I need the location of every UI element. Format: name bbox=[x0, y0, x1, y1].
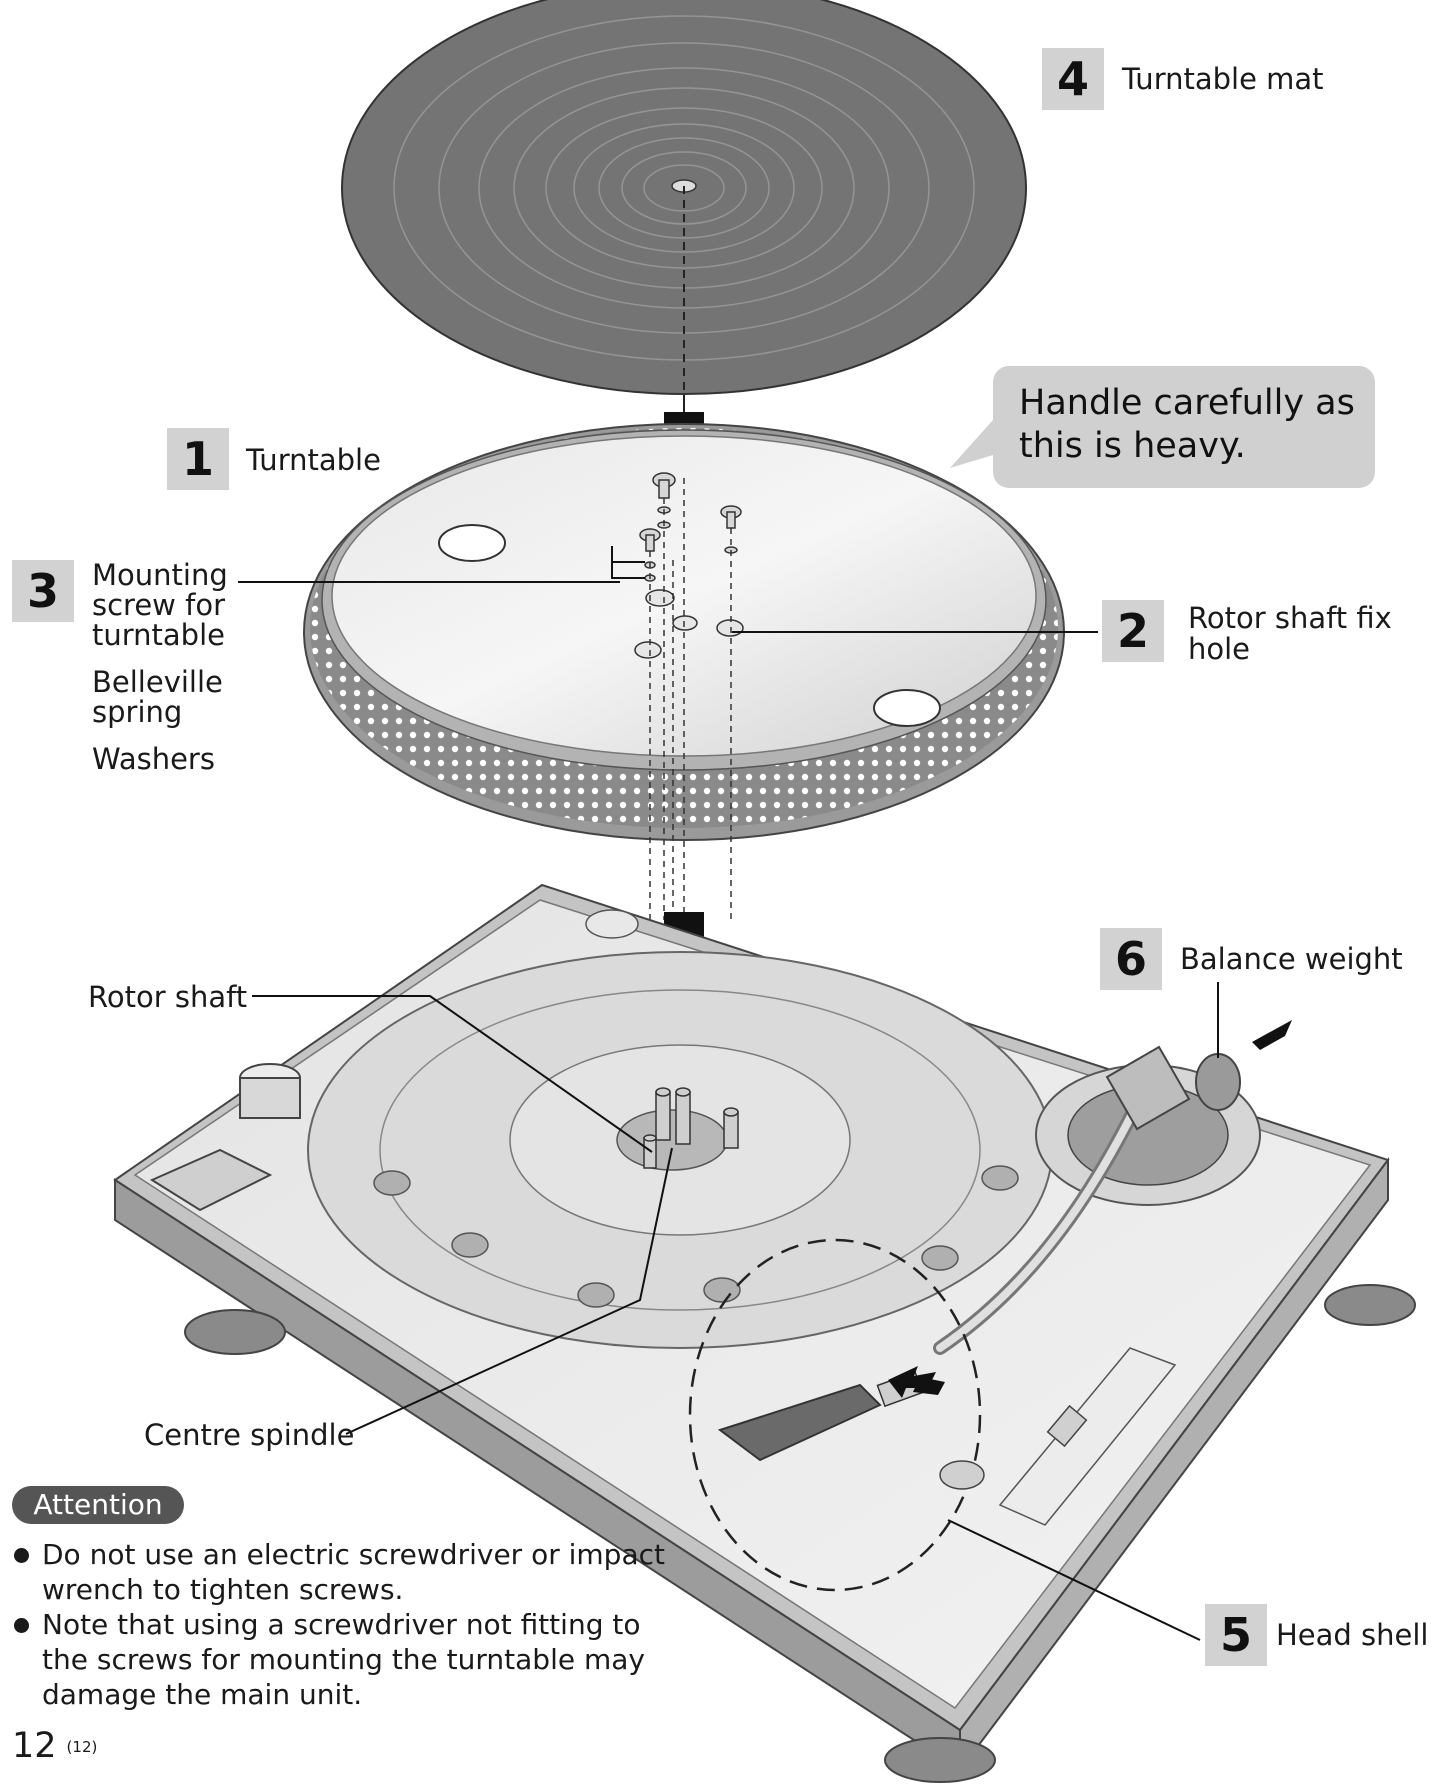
part-number-5: 5 bbox=[1205, 1604, 1267, 1666]
label-head-shell: Head shell bbox=[1276, 1618, 1429, 1652]
page-number: 12 (12) bbox=[12, 1726, 97, 1767]
part-number-3: 3 bbox=[12, 560, 74, 622]
part-number-2: 2 bbox=[1102, 600, 1164, 662]
label-turntable: Turntable bbox=[246, 443, 381, 477]
label-washers: Washers bbox=[92, 742, 215, 776]
label-mounting-screw-line-1: Mounting bbox=[92, 558, 228, 592]
turntable-platter-drawing bbox=[303, 423, 1065, 920]
label-centre-spindle: Centre spindle bbox=[144, 1418, 355, 1452]
part-number-1: 1 bbox=[167, 428, 229, 490]
label-mounting-screw-line-2: screw for bbox=[92, 588, 225, 622]
page-number-sub: (12) bbox=[66, 1738, 98, 1756]
label-balance-weight: Balance weight bbox=[1180, 942, 1403, 976]
part-number-6: 6 bbox=[1100, 928, 1162, 990]
label-rotor-shaft-fix-hole-line-2: hole bbox=[1188, 632, 1251, 666]
turntable-mat-drawing bbox=[341, 0, 1027, 420]
page-number-main: 12 bbox=[12, 1726, 57, 1766]
label-rotor-shaft-fix-hole-line-1: Rotor shaft fix bbox=[1188, 601, 1392, 635]
label-mounting-screw-line-3: turntable bbox=[92, 618, 225, 652]
label-rotor-shaft: Rotor shaft bbox=[88, 980, 248, 1014]
label-belleville-spring-line-2: spring bbox=[92, 695, 183, 729]
callout-text: Handle carefully as this is heavy. bbox=[1019, 383, 1355, 466]
label-turntable-mat: Turntable mat bbox=[1122, 62, 1324, 96]
attention-list: Do not use an electric screwdriver or im… bbox=[12, 1537, 672, 1712]
connect-arrow-icon bbox=[888, 1366, 936, 1398]
attention-badge: Attention bbox=[12, 1486, 184, 1524]
attention-item: Note that using a screwdriver not fittin… bbox=[12, 1607, 672, 1712]
label-belleville-spring-line-1: Belleville bbox=[92, 665, 223, 699]
balance-arrow-icon bbox=[1252, 1020, 1292, 1050]
attention-item: Do not use an electric screwdriver or im… bbox=[12, 1537, 672, 1607]
turntable-base-drawing bbox=[113, 883, 1416, 1783]
part-number-4: 4 bbox=[1042, 48, 1104, 110]
heavy-warning-callout: Handle carefully as this is heavy. bbox=[993, 366, 1375, 488]
